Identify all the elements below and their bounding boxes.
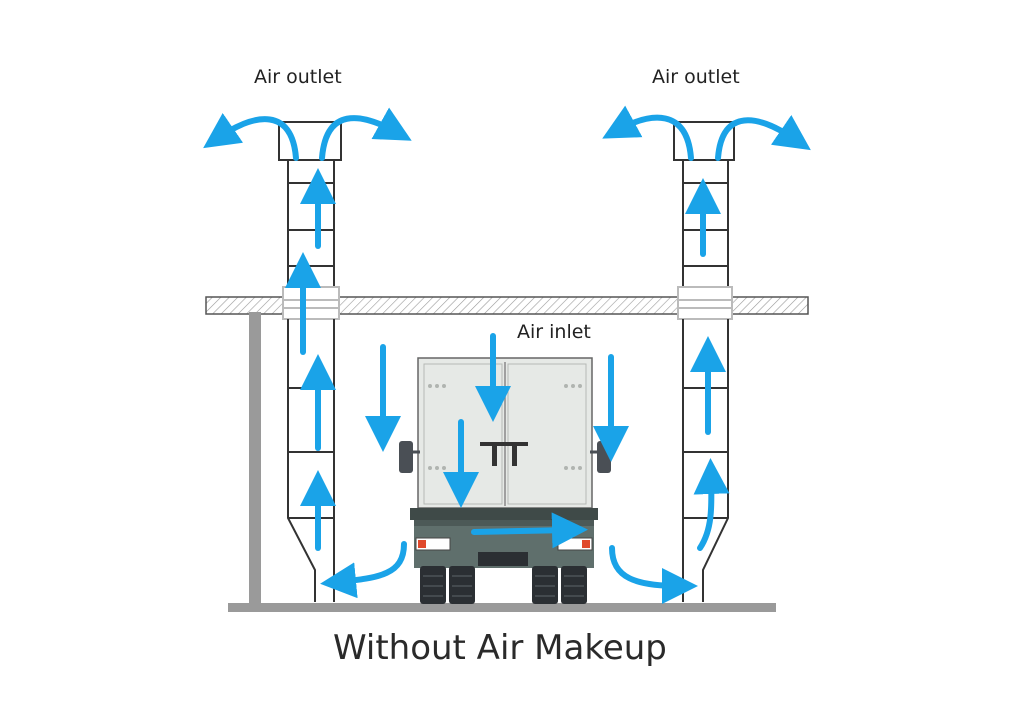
under-truck-arrow [471, 512, 588, 549]
inlet-label: Air inlet [517, 321, 591, 343]
floor [228, 603, 776, 612]
diagram-caption: Without Air Makeup [333, 628, 667, 668]
truck-icon [399, 357, 611, 604]
right-outlet-arrow-left [602, 105, 694, 161]
right-outlet-label: Air outlet [652, 66, 740, 88]
support-post [249, 312, 261, 604]
floor-arrow-left [320, 541, 407, 599]
arrow-icon [203, 105, 811, 604]
right-duct-arrow-3 [693, 458, 730, 551]
left-outlet-label: Air outlet [254, 66, 342, 88]
left-outlet-arrow-right [319, 107, 412, 161]
left-outlet-arrow-left [203, 112, 299, 161]
floor-arrow-right [609, 545, 698, 604]
ceiling-slab [205, 296, 809, 315]
left-exhaust-duct [278, 121, 342, 602]
right-outlet-arrow-right [715, 114, 811, 161]
